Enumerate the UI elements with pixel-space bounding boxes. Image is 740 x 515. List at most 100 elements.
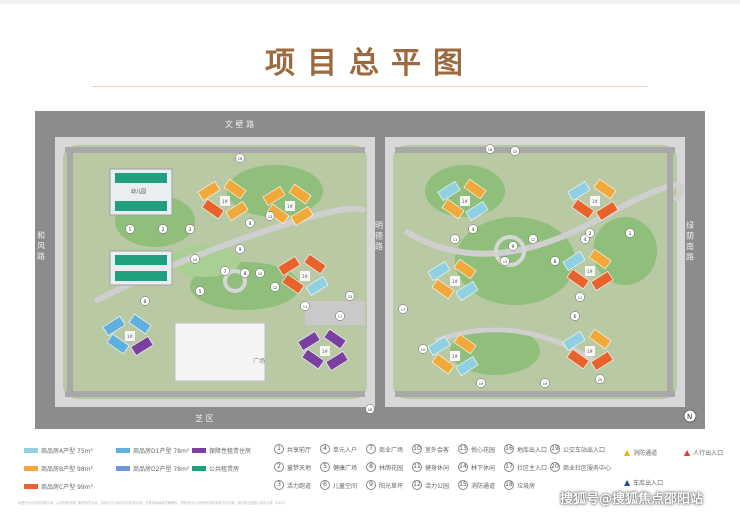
residential-building [562, 251, 586, 271]
circular-walkway [494, 235, 526, 267]
unit-type-label: 保障性租赁住房 [209, 448, 252, 455]
callout-number: 2 [162, 227, 165, 233]
facility-label: 健康广场 [333, 464, 358, 472]
triangle-marker-icon: ▲ [624, 448, 631, 457]
callout-marker [550, 256, 560, 266]
title-divider [92, 86, 648, 87]
facility-number: 7 [366, 444, 376, 454]
callout-marker [500, 256, 510, 266]
callout-marker [255, 268, 265, 278]
callout-number: 20 [598, 378, 603, 382]
unit-type-key: 商品房D1产型 78m² [116, 446, 189, 455]
residential-building [566, 348, 590, 370]
residential-building [431, 278, 455, 300]
residential-building [201, 198, 225, 220]
callout-number: 4 [584, 237, 587, 243]
building-core [320, 346, 330, 356]
unit-color-swatch [116, 448, 130, 453]
walkway [403, 182, 685, 257]
facility-label: 阳光草坪 [379, 482, 404, 490]
residential-building [197, 181, 221, 201]
callout-marker [265, 211, 275, 221]
callout-number: 6 [144, 299, 147, 305]
top-strip [0, 0, 740, 4]
residential-building [106, 333, 130, 355]
unit-color-swatch [24, 448, 38, 453]
public-rental-building [115, 255, 167, 265]
callout-marker [240, 268, 250, 278]
road-name-middle: 明 德 路 [375, 221, 384, 250]
callout-marker [345, 291, 355, 301]
callout-number: 1 [629, 231, 632, 237]
building-core [450, 351, 460, 361]
callout-number: 11 [578, 296, 583, 300]
commercial-plaza-building [174, 322, 266, 382]
compass-north-label: N [687, 413, 692, 421]
callout-marker [625, 228, 635, 238]
residential-building [455, 281, 479, 301]
residential-building [427, 261, 451, 281]
facility-label: 公交车站出入口 [563, 446, 606, 454]
kindergarten-label: 幼儿园 [131, 188, 146, 195]
residential-building [325, 351, 349, 371]
facility-label: 室外会客 [425, 446, 450, 454]
facility-number: 18 [504, 480, 514, 490]
residential-building [590, 351, 614, 371]
callout-marker [476, 378, 486, 388]
building-number: 1# [452, 354, 459, 359]
callout-marker [190, 254, 200, 264]
callout-marker [195, 286, 205, 296]
green-patch [425, 165, 505, 217]
callout-marker [570, 311, 580, 321]
building-number: 1# [322, 349, 329, 354]
facility-label: 活力公园 [425, 482, 450, 490]
building-core [450, 276, 460, 286]
unit-type-label: 公共租赁房 [209, 466, 240, 473]
parking-row [667, 151, 673, 391]
callout-number: 6 [574, 314, 577, 320]
residential-building [562, 331, 586, 351]
callout-number: 17 [338, 315, 343, 319]
facility-number: 11 [412, 462, 422, 472]
building-core [300, 271, 310, 281]
unit-color-swatch [24, 484, 38, 489]
residential-building [453, 333, 477, 355]
parking-row [67, 151, 73, 391]
parking-row [395, 147, 675, 153]
unit-type-label: 商品房D2产型 78m² [133, 466, 190, 473]
green-patch [455, 217, 575, 305]
residential-building [465, 201, 489, 221]
residential-building [102, 316, 126, 336]
facility-label: 健身休闲 [425, 464, 450, 472]
callout-marker [585, 228, 595, 238]
callout-marker [158, 224, 168, 234]
building-number: 1# [452, 279, 459, 284]
residential-building [590, 271, 614, 291]
building-core [220, 196, 230, 206]
marker-key: ▲人行出入口 [684, 448, 723, 457]
building-core [285, 201, 295, 211]
facility-label: 共享前厅 [287, 446, 312, 454]
callout-marker [508, 241, 518, 251]
facility-number: 1 [274, 444, 284, 454]
callout-number: 12 [273, 286, 278, 290]
facility-label: 商业广场 [379, 446, 404, 454]
building-core [585, 346, 595, 356]
callout-marker [418, 344, 428, 354]
facility-number: 5 [320, 462, 330, 472]
callout-number: 18 [368, 408, 373, 412]
callout-marker [450, 234, 460, 244]
callout-number: 8 [554, 259, 557, 265]
building-number: 1# [287, 204, 294, 209]
facility-number: 2 [274, 462, 284, 472]
